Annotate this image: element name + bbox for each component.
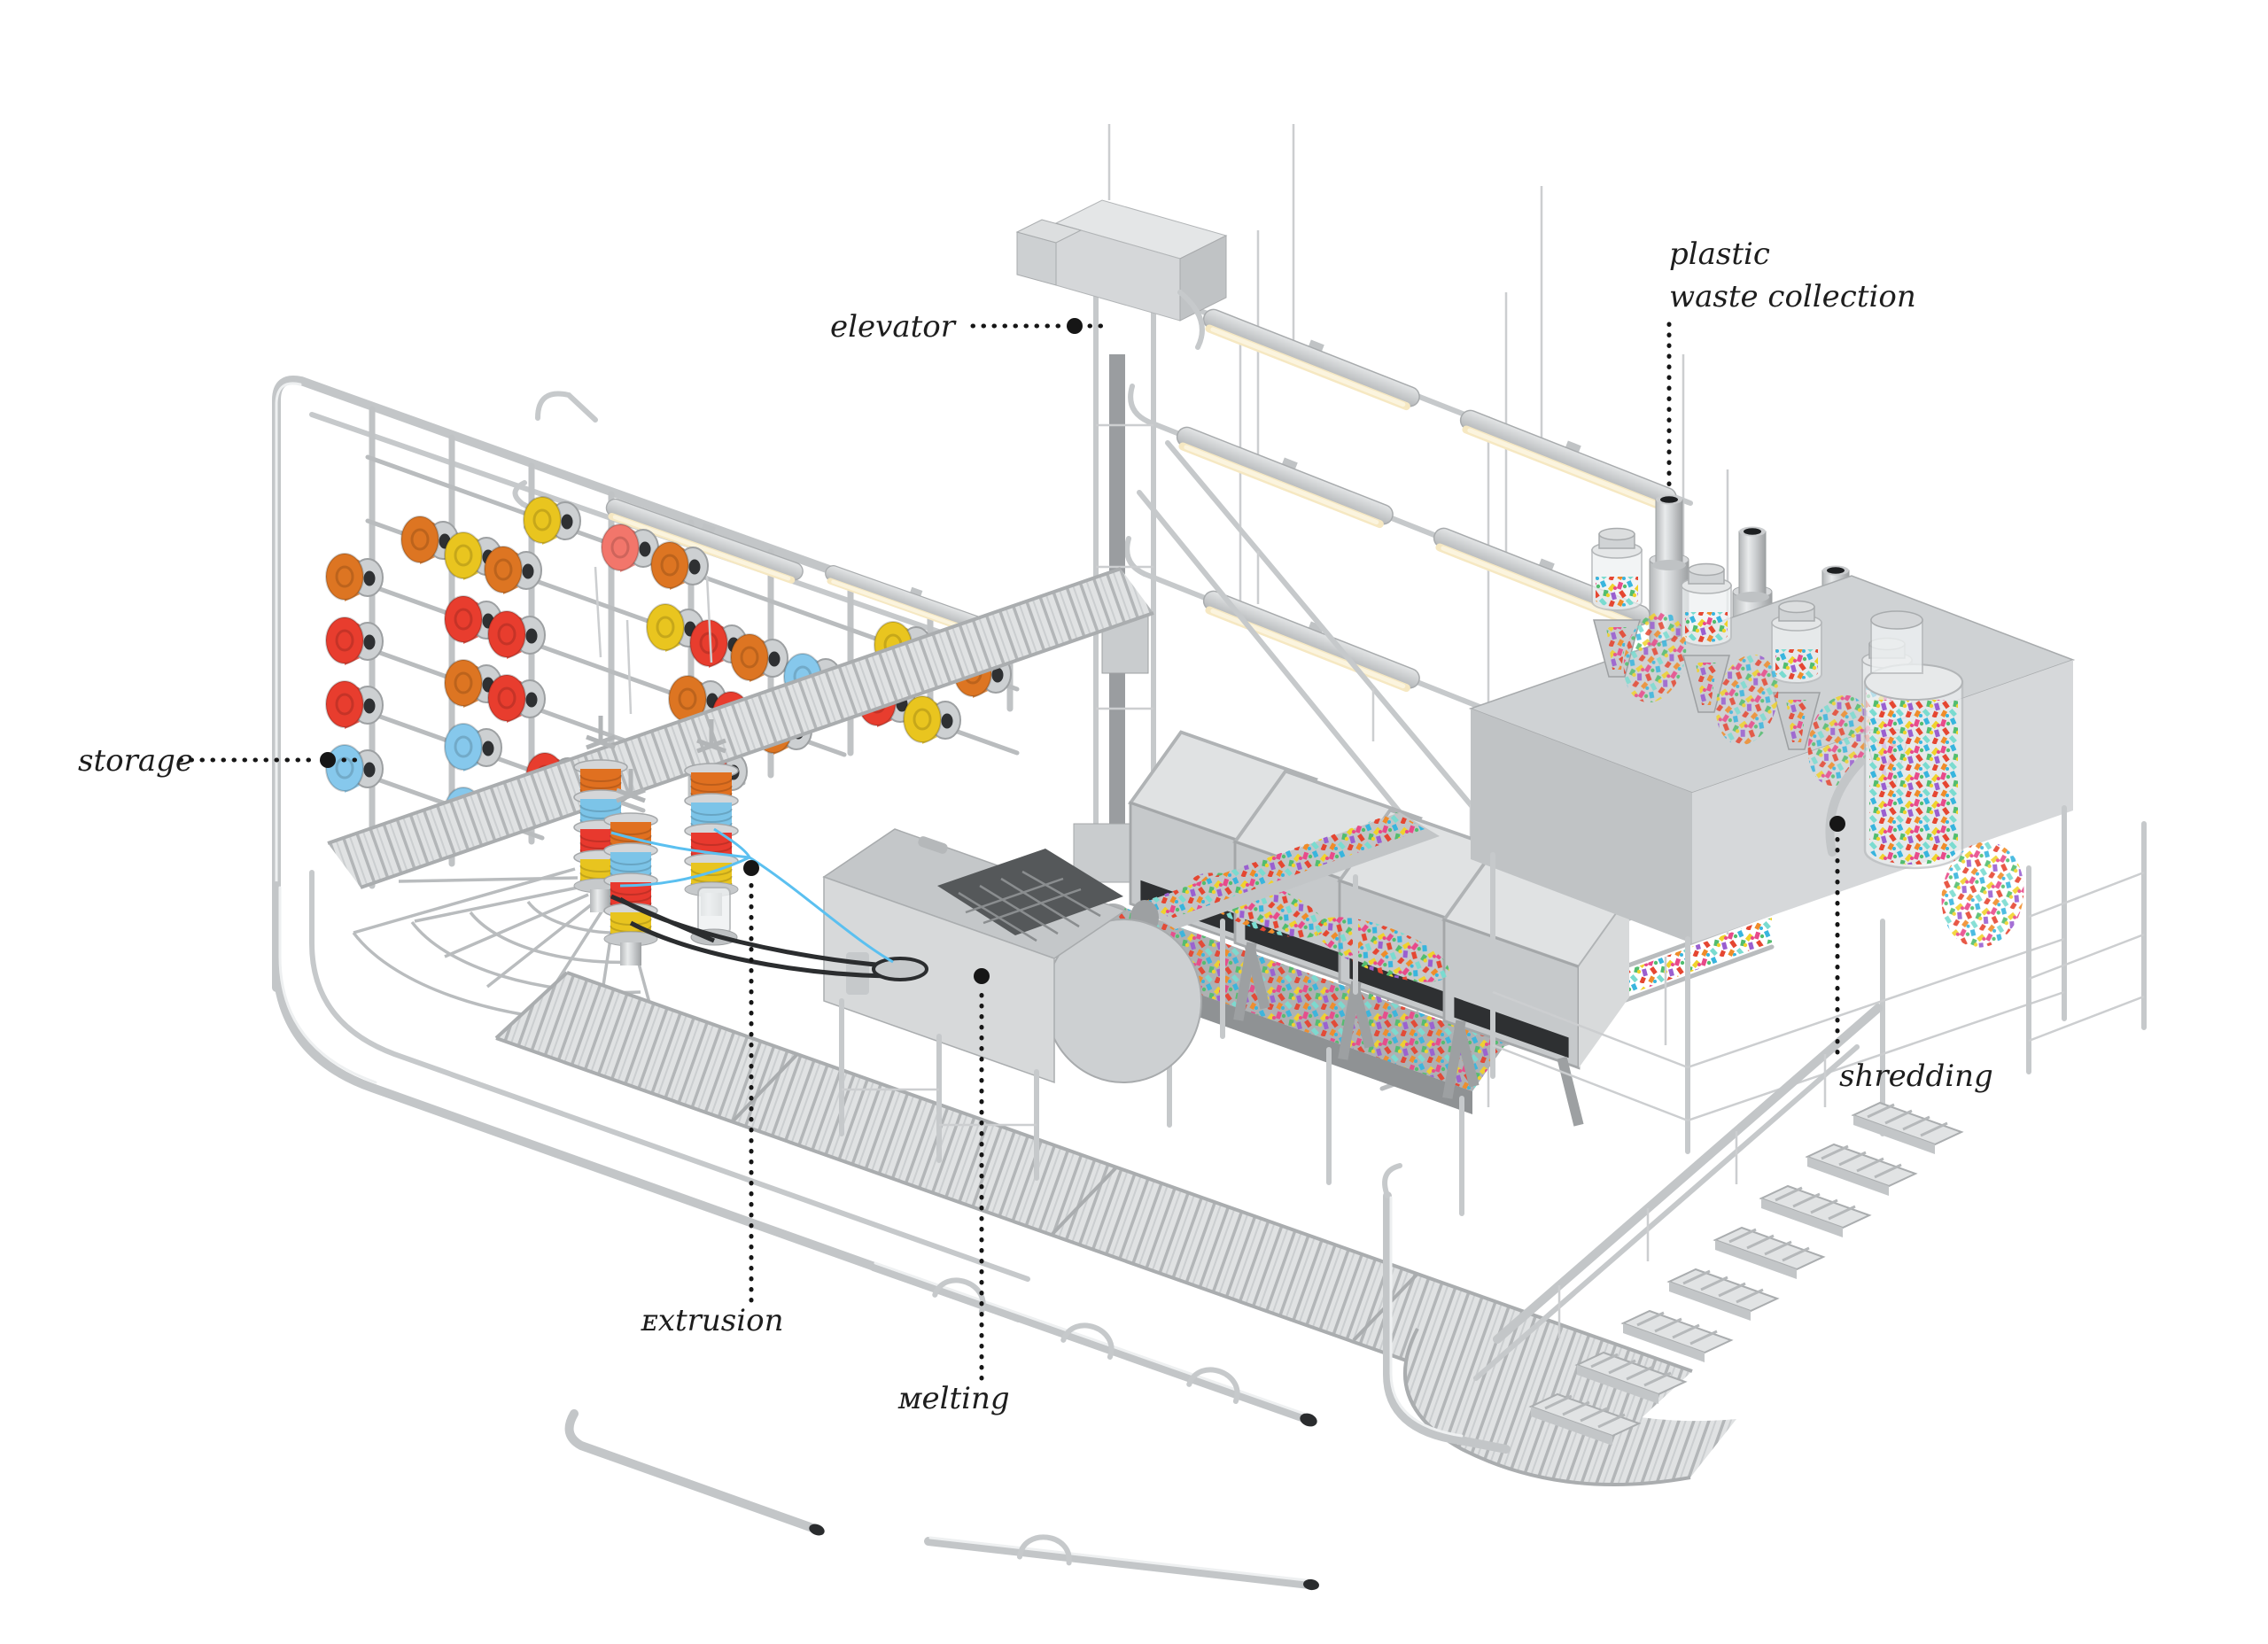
filament-spool [483,545,543,596]
annotations: elevator plastic waste collection storag… [78,237,1993,1416]
filament-spool [649,540,710,592]
leader-dot [320,752,336,768]
label-plastic-waste-line2: waste collection [1669,279,1916,314]
pipe-opening [1300,1413,1317,1427]
annotation-elevator: elevator [830,309,1110,345]
annotation-melting: ᴍelting [897,968,1010,1416]
annotation-shredding: shredding [1829,816,1993,1094]
melting-station [822,812,1440,1181]
filament-spool [324,679,384,731]
filament-spool [324,552,384,603]
filament-spool [486,673,547,725]
light-fixture [1198,299,1426,415]
filament-spool [324,743,384,795]
collection-jar [1681,562,1732,647]
pipe-clamp [1060,1322,1115,1360]
melter-grate [937,849,1123,935]
stair-step [1713,1226,1825,1281]
light-fixture [1198,580,1426,696]
spinneret [697,887,731,934]
light-fixture [1171,416,1400,532]
fan-grate [352,867,656,1025]
label-melting: ᴍelting [897,1381,1010,1416]
label-shredding: shredding [1839,1059,1993,1094]
pipe-clamp [1016,1534,1072,1566]
perimeter-pipes [272,870,1030,1322]
pipe-clamp [1186,1367,1240,1404]
stair-step [1852,1101,1963,1156]
stair-step [1806,1143,1917,1198]
annotation-plastic-waste-collection: plastic waste collection [1666,237,1916,488]
light-fixture [1455,399,1683,516]
label-extrusion: ᴇxtrusion [641,1303,784,1338]
filament-spool [522,495,582,547]
label-storage: storage [78,743,193,779]
shredding-station [1468,494,2147,1154]
walkway-upper [328,569,1153,888]
filament-spool [486,609,547,661]
filament-spool [729,632,789,684]
leader-dot [743,860,759,876]
stair-step [1759,1184,1871,1239]
filament-spool [324,616,384,667]
leader-dot [974,968,990,984]
foreground-pipes [564,1261,1319,1591]
leader-dot [1829,816,1845,832]
coil-tower [603,769,658,965]
stair-step [1667,1268,1779,1322]
label-elevator: elevator [830,309,957,345]
filament-lines [610,827,894,964]
filament-spool [600,523,660,574]
flake-container [1825,610,2024,948]
leader-dot [1067,318,1083,334]
extrusion-station [573,566,928,981]
label-plastic-waste-line1: plastic [1669,237,1770,272]
pulley [872,957,928,981]
walkway-main [496,973,1692,1437]
filament-spool [902,694,962,746]
collection-jar [1591,527,1643,611]
filament-spool [443,722,503,773]
elevator-motor-box [1015,199,1228,350]
annotation-storage: storage [78,743,361,779]
annotation-extrusion: ᴇxtrusion [641,860,784,1338]
collection-jar [1771,600,1822,684]
platform-left-face [1471,709,1692,943]
staircase [1382,1004,1963,1454]
